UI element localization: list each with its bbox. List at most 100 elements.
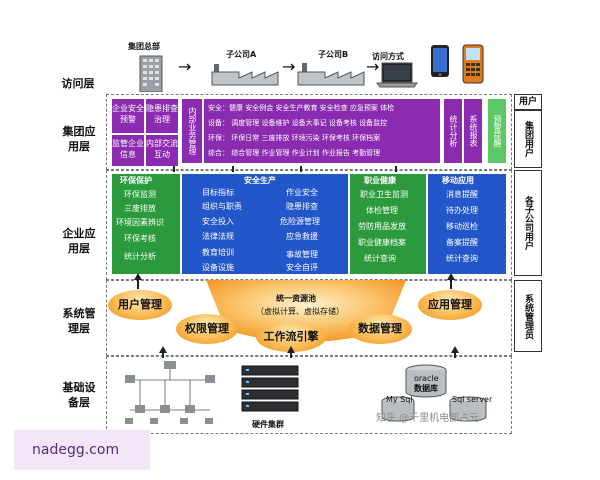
app-mgmt-bubble[interactable]: 应用管理 — [418, 290, 482, 320]
database-label: 数据库 — [414, 384, 438, 393]
arrow-up-icon — [451, 346, 459, 353]
laptop-icon — [376, 62, 418, 88]
health-item[interactable]: 体检管理 — [366, 206, 398, 215]
safety-item[interactable]: 应急救援 — [286, 232, 318, 241]
health-title: 职业健康 — [364, 176, 396, 185]
business-row-equipment[interactable]: 设备： 调度管理 设备维护 设备大事记 设备考核 设备监控 — [208, 119, 388, 127]
group-user-label: 集团用户 — [514, 110, 542, 168]
business-row-safety[interactable]: 安全：健康 安全例会 安全生产教育 安全检查 应急预案 体检 — [208, 104, 395, 112]
mobile-item[interactable]: 移动巡检 — [446, 222, 478, 231]
env-item[interactable]: 环保考核 — [124, 234, 156, 243]
stats-analysis-cell[interactable]: 统计分析 — [444, 99, 462, 163]
data-mgmt-bubble[interactable]: 数据管理 — [348, 314, 412, 344]
arrow-right-icon: → — [282, 57, 296, 76]
database-icon — [381, 396, 415, 422]
arrow-up-icon — [447, 273, 455, 280]
safety-item[interactable]: 危险源管理 — [280, 217, 320, 226]
health-item[interactable]: 统计查询 — [364, 254, 396, 263]
oracle-label: oracle — [414, 374, 439, 383]
layer-label-enterprise-app: 企业应用层 — [62, 227, 96, 255]
arrow-up-icon — [134, 273, 142, 280]
group-business-panel: 安全：健康 安全例会 安全生产教育 安全检查 应急预案 体检 设备： 调度管理 … — [204, 99, 440, 163]
mobile-item[interactable]: 待办处理 — [446, 206, 478, 215]
network-topology-icon — [125, 361, 215, 424]
safety-item[interactable]: 设备设施 — [202, 263, 234, 272]
business-row-general[interactable]: 综合： 综合管理 作业管理 作业计划 作业报告 考勤管理 — [208, 149, 381, 157]
sqlserver-label: Sql server — [452, 395, 493, 404]
env-item[interactable]: 环保监测 — [124, 190, 156, 199]
system-report-cell[interactable]: 系统报表 — [464, 99, 482, 163]
enterprise-app-frame — [106, 170, 512, 280]
resource-pool-subtitle: （虚拟计算、虚拟存储） — [256, 307, 344, 316]
layer-label-system-mgmt: 系统管理层 — [62, 307, 96, 335]
health-item[interactable]: 劳防用品发放 — [358, 222, 406, 231]
footer-watermark-text: nadegg.com — [32, 442, 120, 458]
mobile-title: 移动应用 — [442, 176, 474, 185]
safety-item[interactable]: 目标指标 — [202, 188, 234, 197]
layer-label-access: 访问层 — [61, 77, 95, 90]
cluster-label: 硬件集群 — [252, 420, 284, 429]
health-item[interactable]: 职业健康档案 — [358, 238, 406, 247]
hq-label: 集团总部 — [128, 42, 160, 51]
occupational-health-column: 职业健康 职业卫生监测 体检管理 劳防用品发放 职业健康档案 统计查询 — [350, 174, 426, 274]
arrow-up-icon — [290, 350, 292, 358]
business-row-environment[interactable]: 环保： 环保日常 三废排放 环境污染 环保考核 环保档案 — [208, 134, 381, 142]
arrow-up-icon — [137, 279, 139, 289]
resource-pool-title: 统一资源池 — [276, 294, 316, 303]
internal-business-label: 内部业务管理 — [182, 99, 202, 163]
mobile-item[interactable]: 消息提醒 — [446, 190, 478, 199]
health-item[interactable]: 职业卫生监测 — [360, 190, 408, 199]
sub-company-user-label: 各子公司用户 — [514, 170, 542, 276]
mobile-item[interactable]: 备案提醒 — [446, 238, 478, 247]
mysql-label: My Sql — [386, 395, 413, 404]
group-cell-hazard-check[interactable]: 隐患排查治理 — [146, 99, 178, 133]
arrow-right-icon: → — [366, 57, 380, 76]
safety-production-column: 安全生产 目标指标 组织与职责 安全投入 法律法规 教育培训 设备设施 作业安全… — [182, 174, 348, 274]
zhihu-watermark: 知乎 @千里机电部占元 — [376, 413, 480, 424]
safety-item[interactable]: 教育培训 — [202, 248, 234, 257]
group-cell-internal-exchange[interactable]: 内部交流互动 — [146, 135, 178, 166]
user-label: 用户 — [514, 94, 542, 110]
safety-item[interactable]: 法律法规 — [202, 232, 234, 241]
safety-item[interactable]: 事故管理 — [286, 250, 318, 259]
permission-mgmt-bubble[interactable]: 权限管理 — [176, 314, 238, 344]
group-cell-safety-alert[interactable]: 企业安全预警 — [112, 99, 144, 133]
user-mgmt-bubble[interactable]: 用户管理 — [108, 290, 172, 320]
building-icon — [139, 55, 163, 92]
env-item[interactable]: 环境因素辨识 — [116, 218, 164, 227]
factory-icon — [211, 64, 279, 86]
group-cell-supervision-info[interactable]: 监管企业信息 — [112, 135, 144, 166]
env-title: 环保保护 — [120, 176, 152, 185]
system-admin-label: 系统管理员 — [514, 280, 542, 352]
sub-b-label: 子公司B — [318, 50, 349, 59]
env-item[interactable]: 三废排放 — [124, 204, 156, 213]
infra-frame — [106, 356, 512, 434]
mobile-app-column: 移动应用 消息提醒 待办处理 移动巡检 备案提醒 统计查询 — [428, 174, 506, 274]
factory-icon — [297, 63, 365, 86]
arrow-up-icon — [232, 166, 234, 172]
layer-label-group-app: 集团应用层 — [62, 125, 96, 153]
safety-item[interactable]: 作业安全 — [286, 188, 318, 197]
group-app-frame — [106, 94, 512, 170]
env-item[interactable]: 统计分析 — [124, 252, 156, 261]
arrow-up-icon — [454, 350, 456, 358]
arrow-up-icon — [287, 346, 295, 353]
alert-reminder-cell[interactable]: 预警提醒 — [488, 99, 506, 163]
handheld-device-icon — [462, 44, 484, 84]
safety-item[interactable]: 安全自评 — [286, 263, 318, 272]
safety-title: 安全生产 — [244, 176, 276, 185]
server-rack-icon — [241, 365, 299, 412]
sub-a-label: 子公司A — [226, 50, 257, 59]
layer-label-infra: 基础设备层 — [62, 381, 96, 409]
mobile-item[interactable]: 统计查询 — [446, 254, 478, 263]
arrow-up-icon — [173, 166, 175, 172]
safety-item[interactable]: 隐患排查 — [286, 202, 318, 211]
arrow-up-icon — [450, 279, 452, 289]
safety-item[interactable]: 安全投入 — [202, 217, 234, 226]
tablet-icon — [431, 45, 449, 77]
arrow-up-icon — [159, 346, 167, 353]
env-protection-column: 环保保护 环保监测 三废排放 环境因素辨识 环保考核 统计分析 — [112, 174, 180, 274]
database-icon — [405, 364, 447, 398]
access-mode-label: 访问方式 — [372, 52, 404, 61]
safety-item[interactable]: 组织与职责 — [202, 202, 242, 211]
